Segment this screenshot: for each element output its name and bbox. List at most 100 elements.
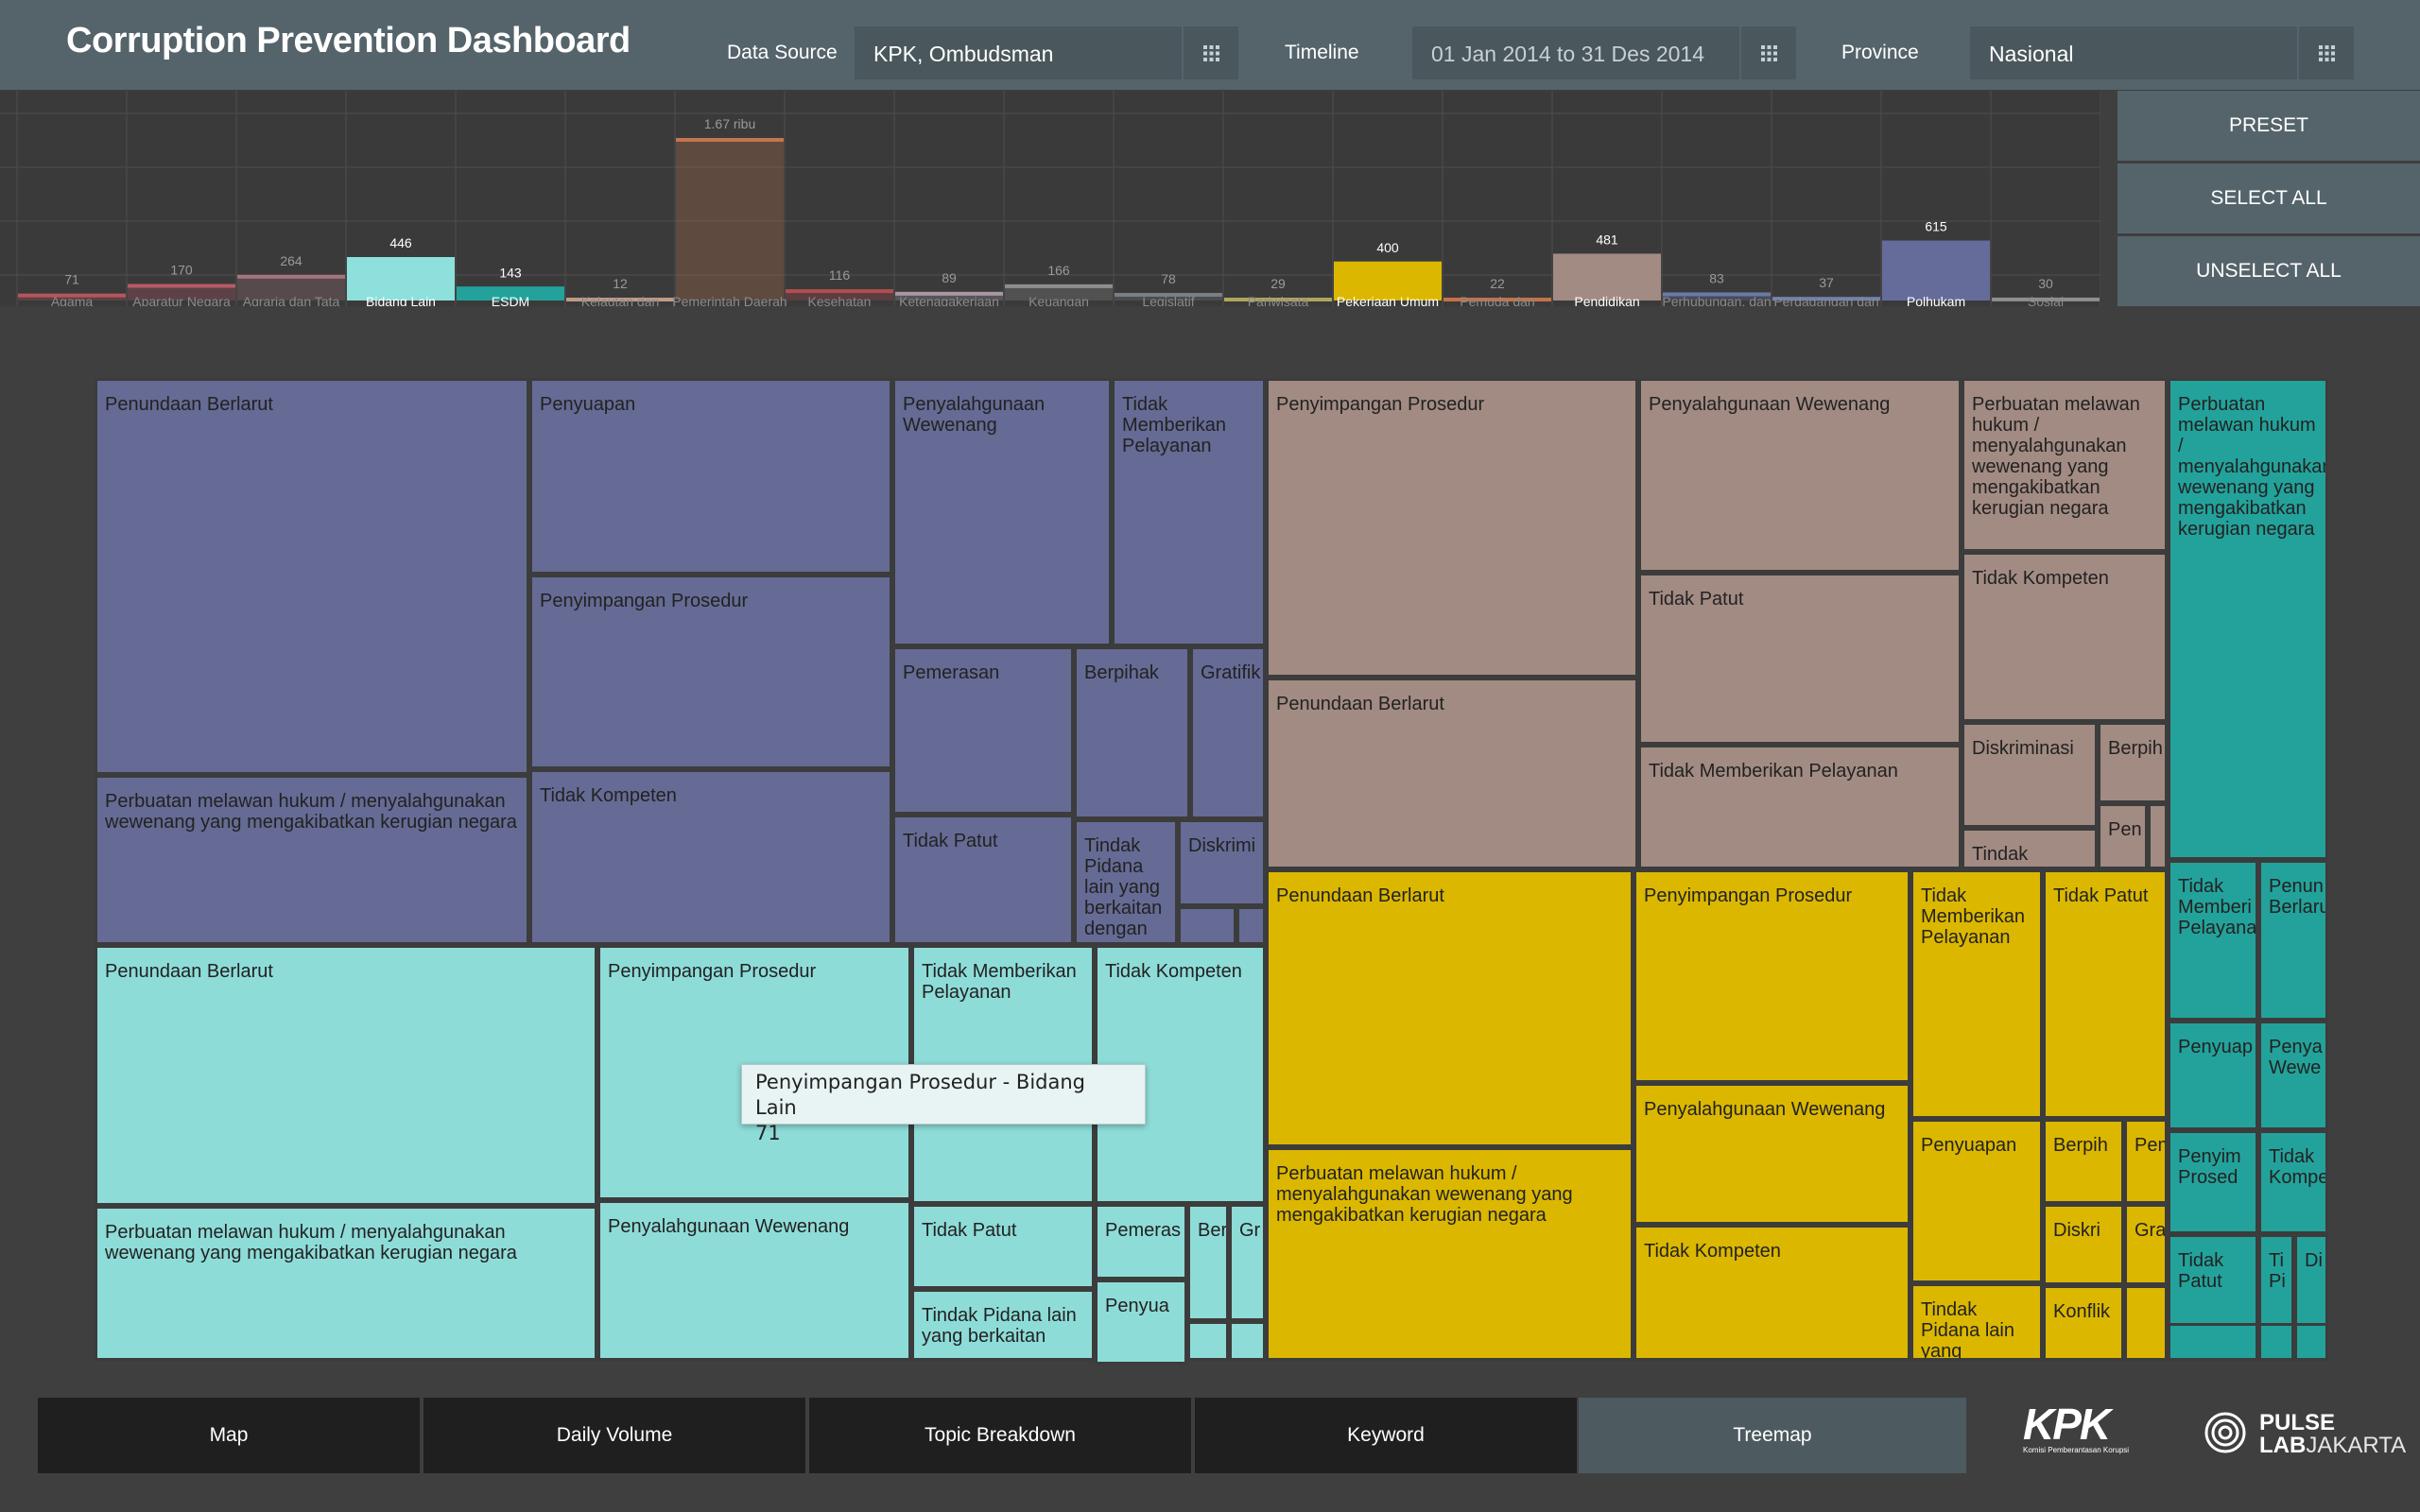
treemap-cell[interactable]: Tidak Memberikan Pelayanan: [1112, 378, 1266, 646]
province-select[interactable]: Nasional: [1970, 26, 2354, 79]
treemap-cell[interactable]: Penyua: [1095, 1280, 1187, 1365]
bar[interactable]: [347, 257, 455, 301]
tab-map[interactable]: Map: [38, 1398, 420, 1473]
treemap-cell[interactable]: Penyim Prosed: [2168, 1130, 2258, 1234]
bar-category-label: Polhukam: [1907, 294, 1965, 306]
province-grid-button[interactable]: [2297, 26, 2354, 79]
treemap-cell[interactable]: Tidak Patut: [911, 1204, 1095, 1289]
treemap-cell[interactable]: [1178, 906, 1236, 945]
bar-top: [1224, 298, 1332, 301]
treemap-cell[interactable]: Perbuatan melawan hukum / menyalahgunaka…: [1962, 378, 2168, 552]
treemap-cell[interactable]: [2258, 1323, 2294, 1361]
treemap-cell[interactable]: Tidak Kompeten: [1962, 552, 2168, 722]
kpk-logo-word: KPK: [2023, 1400, 2111, 1449]
treemap-cell[interactable]: Tidak Patut: [1638, 573, 1962, 745]
treemap-cell[interactable]: [2148, 803, 2168, 869]
treemap-cell[interactable]: Penyuapan: [1910, 1119, 2043, 1283]
treemap-cell[interactable]: Tidak Kompeten: [1634, 1225, 1910, 1361]
treemap-cell[interactable]: [1229, 1321, 1266, 1361]
treemap-cell[interactable]: Gr: [1229, 1204, 1266, 1321]
treemap-cell[interactable]: Tindak Pidana lain yang berkaitan dengan: [1074, 819, 1178, 945]
tab-treemap[interactable]: Treemap: [1579, 1398, 1966, 1473]
treemap-cell[interactable]: Perbuatan melawan hukum / menyalahgunaka…: [95, 775, 529, 945]
data-source-select[interactable]: KPK, Ombudsman: [855, 26, 1238, 79]
treemap-cell[interactable]: Penyimpangan Prosedur: [1634, 869, 1910, 1083]
tab-topic-breakdown[interactable]: Topic Breakdown: [809, 1398, 1191, 1473]
bar[interactable]: [1882, 240, 1990, 301]
treemap-cell[interactable]: Penyuap: [2168, 1021, 2258, 1130]
bar-value-label: 22: [1490, 276, 1505, 291]
treemap-cell[interactable]: Tidak Patut: [2043, 869, 2168, 1119]
bar[interactable]: [1005, 284, 1113, 301]
treemap-cell[interactable]: Tidak Kompet: [2258, 1130, 2328, 1234]
treemap-cell[interactable]: Gratifik: [1190, 646, 1266, 819]
bar-category-label: Pariwisata: [1248, 294, 1309, 306]
treemap-cell[interactable]: Penyalahgunaan Wewenang: [597, 1200, 911, 1361]
treemap-cell[interactable]: Penyimpangan Prosedur: [529, 575, 892, 769]
treemap-cell[interactable]: [2124, 1285, 2168, 1361]
treemap-cell[interactable]: Tidak Memberikan Pelayanan: [1638, 745, 1962, 869]
treemap-cell[interactable]: Penyimpangan Prosedur: [1266, 378, 1638, 678]
bar[interactable]: [128, 284, 235, 301]
treemap-cell[interactable]: [1236, 906, 1266, 945]
treemap-cell[interactable]: [1187, 1321, 1229, 1361]
treemap-cell[interactable]: Pemerasan: [892, 646, 1074, 815]
treemap-cell[interactable]: Penundaan Berlarut: [95, 945, 597, 1206]
treemap-cell[interactable]: Penundaan Berlarut: [95, 378, 529, 775]
treemap-cell[interactable]: [2168, 1323, 2258, 1361]
bar[interactable]: [1115, 292, 1222, 301]
bar[interactable]: [786, 289, 893, 301]
treemap-cell[interactable]: Berpih: [2043, 1119, 2124, 1204]
treemap-cell[interactable]: Penundaan Berlarut: [1266, 869, 1634, 1147]
tab-daily-volume[interactable]: Daily Volume: [424, 1398, 805, 1473]
treemap-cell[interactable]: Penyalahgunaan Wewenang: [1638, 378, 1962, 573]
bar-category-label: Pemerintah Daerah: [672, 294, 786, 306]
treemap-cell[interactable]: Tindak Pidana lain yang: [1910, 1283, 2043, 1361]
treemap-cell[interactable]: Perbuatan melawan hukum / menyalahgunaka…: [1266, 1147, 1634, 1361]
bar-top: [347, 257, 455, 262]
treemap-cell[interactable]: Tidak Memberikan Pelayanan: [1910, 869, 2043, 1119]
bar-category-label: Bidang Lain: [366, 294, 436, 306]
preset-button[interactable]: PRESET: [2118, 91, 2420, 161]
treemap-cell[interactable]: Pemeras: [1095, 1204, 1187, 1280]
treemap-cell[interactable]: Pen: [2098, 803, 2148, 869]
bar[interactable]: [1553, 253, 1661, 301]
treemap-cell[interactable]: Tindak Pidana lain yang berkaitan: [911, 1289, 1095, 1361]
bar-top: [786, 289, 893, 294]
treemap-cell[interactable]: Penun Berlaru: [2258, 860, 2328, 1021]
treemap-cell[interactable]: Grat: [2124, 1204, 2168, 1285]
treemap-cell[interactable]: Diskriminasi: [1962, 722, 2098, 828]
select-all-button[interactable]: SELECT ALL: [2118, 163, 2420, 233]
bar[interactable]: [1334, 261, 1442, 301]
treemap-cell[interactable]: Diskri: [2043, 1204, 2124, 1285]
treemap-cell[interactable]: Tidak Kompeten: [529, 769, 892, 945]
treemap-cell[interactable]: Tidak Memberi Pelayana: [2168, 860, 2258, 1021]
bar[interactable]: [237, 274, 345, 301]
timeline-grid-button[interactable]: [1739, 26, 1796, 79]
bar-category-label-line: Agama: [51, 294, 94, 306]
treemap-cell[interactable]: Ber: [1187, 1204, 1229, 1321]
treemap-cell[interactable]: Konflik: [2043, 1285, 2124, 1361]
treemap-cell[interactable]: Diskrimi: [1178, 819, 1266, 906]
bar[interactable]: [1663, 292, 1771, 301]
bar-category-label: Agama: [51, 294, 94, 306]
treemap-cell[interactable]: Penyalahgunaan Wewenang: [892, 378, 1112, 646]
treemap-cell[interactable]: [2294, 1323, 2328, 1361]
timeline-select[interactable]: 01 Jan 2014 to 31 Des 2014: [1412, 26, 1796, 79]
treemap-cell[interactable]: Perbuatan melawan hukum / menyalahgunaka…: [2168, 378, 2328, 860]
data-source-grid-button[interactable]: [1182, 26, 1238, 79]
bar[interactable]: [895, 291, 1003, 301]
treemap-cell[interactable]: Berpihak: [1074, 646, 1190, 819]
treemap-cell[interactable]: Penyalahgunaan Wewenang: [1634, 1083, 1910, 1225]
treemap-cell[interactable]: Penyuapan: [529, 378, 892, 575]
treemap-cell[interactable]: Pem: [2124, 1119, 2168, 1204]
treemap-cell[interactable]: Berpih: [2098, 722, 2168, 803]
treemap-cell[interactable]: Penya Wewe: [2258, 1021, 2328, 1130]
treemap-cell[interactable]: Perbuatan melawan hukum / menyalahgunaka…: [95, 1206, 597, 1361]
unselect-all-button[interactable]: UNSELECT ALL: [2118, 236, 2420, 306]
treemap-cell[interactable]: Tidak Patut: [892, 815, 1074, 945]
tab-keyword[interactable]: Keyword: [1195, 1398, 1577, 1473]
treemap-cell[interactable]: Penundaan Berlarut: [1266, 678, 1638, 869]
bar[interactable]: [676, 138, 784, 301]
treemap-cell[interactable]: Tindak: [1962, 828, 2098, 869]
